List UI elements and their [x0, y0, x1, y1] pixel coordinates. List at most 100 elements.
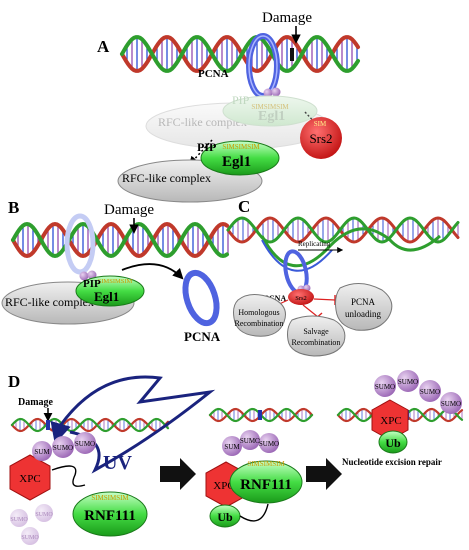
panel-d-sumo-2c — [259, 433, 279, 453]
svg-text:SUMO: SUMO — [375, 383, 395, 391]
panel-d-rnf111-1 — [72, 491, 148, 537]
panel-a-rfc-faint-label: RFC-like complex — [158, 115, 247, 129]
panel-c-unloading-label-1: PCNA — [351, 297, 376, 307]
panel-d-uv-label: UV — [103, 452, 132, 474]
panel-a-sim-faint: SIMSIMSIM — [251, 103, 289, 111]
panel-d-xpc-2-label: XPC — [213, 480, 234, 492]
dna-strand-red — [120, 35, 360, 73]
panel-c-replicating-label: Replicating — [298, 240, 331, 248]
panel-c-unloading-label-2: unloading — [345, 309, 381, 319]
svg-text:SUM: SUM — [224, 443, 240, 451]
panel-d-step-arrow-2 — [306, 458, 342, 490]
panel-a-egl1-faint-label: Egl1 — [258, 109, 285, 124]
panel-a-srs2 — [300, 117, 342, 159]
dna-strand-red — [10, 417, 170, 433]
svg-text:SUMO: SUMO — [10, 517, 28, 523]
panel-a-sumo — [263, 88, 273, 98]
panel-b-damage-label: Damage — [104, 202, 154, 218]
panel-c-fork-nascent — [261, 239, 333, 272]
panel-a-pip-label: PIP — [197, 140, 216, 154]
svg-text:SUMO: SUMO — [420, 388, 440, 396]
panel-d-xpc-1 — [9, 454, 51, 501]
panel-d-sumo-1a — [32, 441, 52, 461]
dna-strand-red — [11, 221, 229, 259]
panel-d-ub-1-label: Ub — [217, 510, 233, 524]
panel-a-dna — [120, 35, 360, 73]
dna-strand-green — [11, 221, 229, 259]
panel-b-pcna-label: PCNA — [184, 329, 221, 344]
panel-b-sumo — [79, 271, 89, 281]
panel-d-rnf111-2 — [229, 460, 303, 504]
panel-d-sumo-3c — [419, 380, 441, 402]
panel-d: D Damage UV XPC SUM SUMO SUMO SUMO SUMO … — [8, 370, 462, 545]
panel-d-ub-2-label: Ub — [385, 436, 401, 450]
panel-d-lesion-2 — [258, 410, 262, 420]
panel-a-egl1-label: Egl1 — [222, 154, 251, 170]
panel-d-sumo-3a — [374, 375, 396, 397]
panel-c-unloading-blob — [335, 283, 393, 331]
svg-text:SUMO: SUMO — [53, 444, 73, 452]
svg-text:SUMO: SUMO — [35, 512, 53, 518]
panel-b-rfc-label: RFC-like complex — [5, 295, 94, 309]
panel-a-pcna-label: PCNA — [198, 68, 229, 80]
panel-d-sumo-1b — [52, 436, 74, 458]
panel-a: A Damage RFC-like complex PCNA SIMSIMSIM… — [97, 10, 342, 203]
panel-c-salvage-recombination-label: Recombination — [292, 338, 341, 347]
panel-d-dna-1 — [10, 417, 170, 433]
svg-text:SUM: SUM — [34, 448, 50, 456]
dna-strand-green — [120, 35, 360, 73]
panel-b-pcna-ring — [182, 269, 220, 327]
panel-d-xpc-3-label: XPC — [380, 415, 401, 427]
panel-d-sumo-free — [21, 527, 39, 545]
panel-b-dna — [11, 221, 229, 259]
panel-d-xpc-1-label: XPC — [19, 473, 40, 485]
svg-text:SUMO: SUMO — [21, 535, 39, 541]
panel-b-pcna-faint — [64, 213, 96, 275]
panel-b-release-arrow — [121, 263, 184, 280]
panel-a-srs2-label: Srs2 — [309, 131, 332, 146]
panel-a-letter: A — [97, 37, 110, 56]
panel-d-ner-label: Nucleotide excision repair — [342, 457, 442, 467]
panel-b-pip-label: PIP — [83, 278, 101, 290]
panel-b: B Damage RFC-like complex SIMSIMSIM PIP … — [1, 198, 221, 344]
panel-b-egl1 — [75, 275, 145, 307]
svg-text:SUMO: SUMO — [259, 440, 279, 448]
panel-c-homologous-label: Homologous — [238, 308, 279, 317]
svg-text:SIMSIMSIM: SIMSIMSIM — [247, 460, 285, 468]
panel-d-sumo-2a — [222, 436, 242, 456]
svg-text:SUMO: SUMO — [75, 440, 95, 448]
panel-b-sim-label: SIMSIMSIM — [98, 278, 133, 285]
panel-d-step-arrow-1 — [160, 458, 196, 490]
panel-d-sumo-free — [10, 509, 28, 527]
panel-d-damage-label: Damage — [18, 397, 54, 408]
panel-a-srs2-sim: SIM — [314, 120, 327, 128]
panel-c-pcna-label: PCNA — [264, 294, 286, 303]
panel-c-salvage-blob — [287, 315, 346, 357]
panel-b-egl1-label: Egl1 — [94, 289, 119, 304]
panel-d-uv-arrow — [58, 375, 216, 474]
panel-a-sumo — [271, 87, 281, 97]
panel-a-rfc-label: RFC-like complex — [122, 171, 211, 185]
panel-d-rnf111-1-label: RNF111 — [84, 508, 136, 524]
svg-text:SUMO: SUMO — [240, 437, 260, 445]
panel-d-lesion-1 — [46, 420, 50, 430]
panel-c-srs2 — [288, 289, 314, 305]
panel-a-damage-label: Damage — [262, 10, 312, 26]
svg-text:SUMO: SUMO — [398, 378, 418, 386]
panel-c-srs2-label: Srs2 — [295, 295, 307, 302]
panel-c-salvage-label: Salvage — [303, 327, 329, 336]
panel-c: C Replicating PCNA Srs2 Homologous Recom… — [233, 197, 393, 357]
panel-c-letter: C — [238, 197, 250, 216]
svg-text:SIMSIMSIM: SIMSIMSIM — [91, 494, 129, 502]
dna-strand-green — [10, 417, 170, 433]
panel-d-sumo-2b — [240, 430, 260, 450]
panel-d-tether-1 — [51, 465, 86, 487]
panel-d-rnf111-2-label: RNF111 — [240, 477, 292, 493]
panel-c-recombination-label: Recombination — [235, 319, 284, 328]
panel-a-egl1-faint — [222, 95, 318, 127]
panel-d-sumo-3d — [440, 392, 462, 414]
panel-a-pip-faint: PIP — [232, 93, 250, 107]
panel-d-ub-2 — [378, 430, 408, 454]
panel-d-letter: D — [8, 372, 20, 391]
